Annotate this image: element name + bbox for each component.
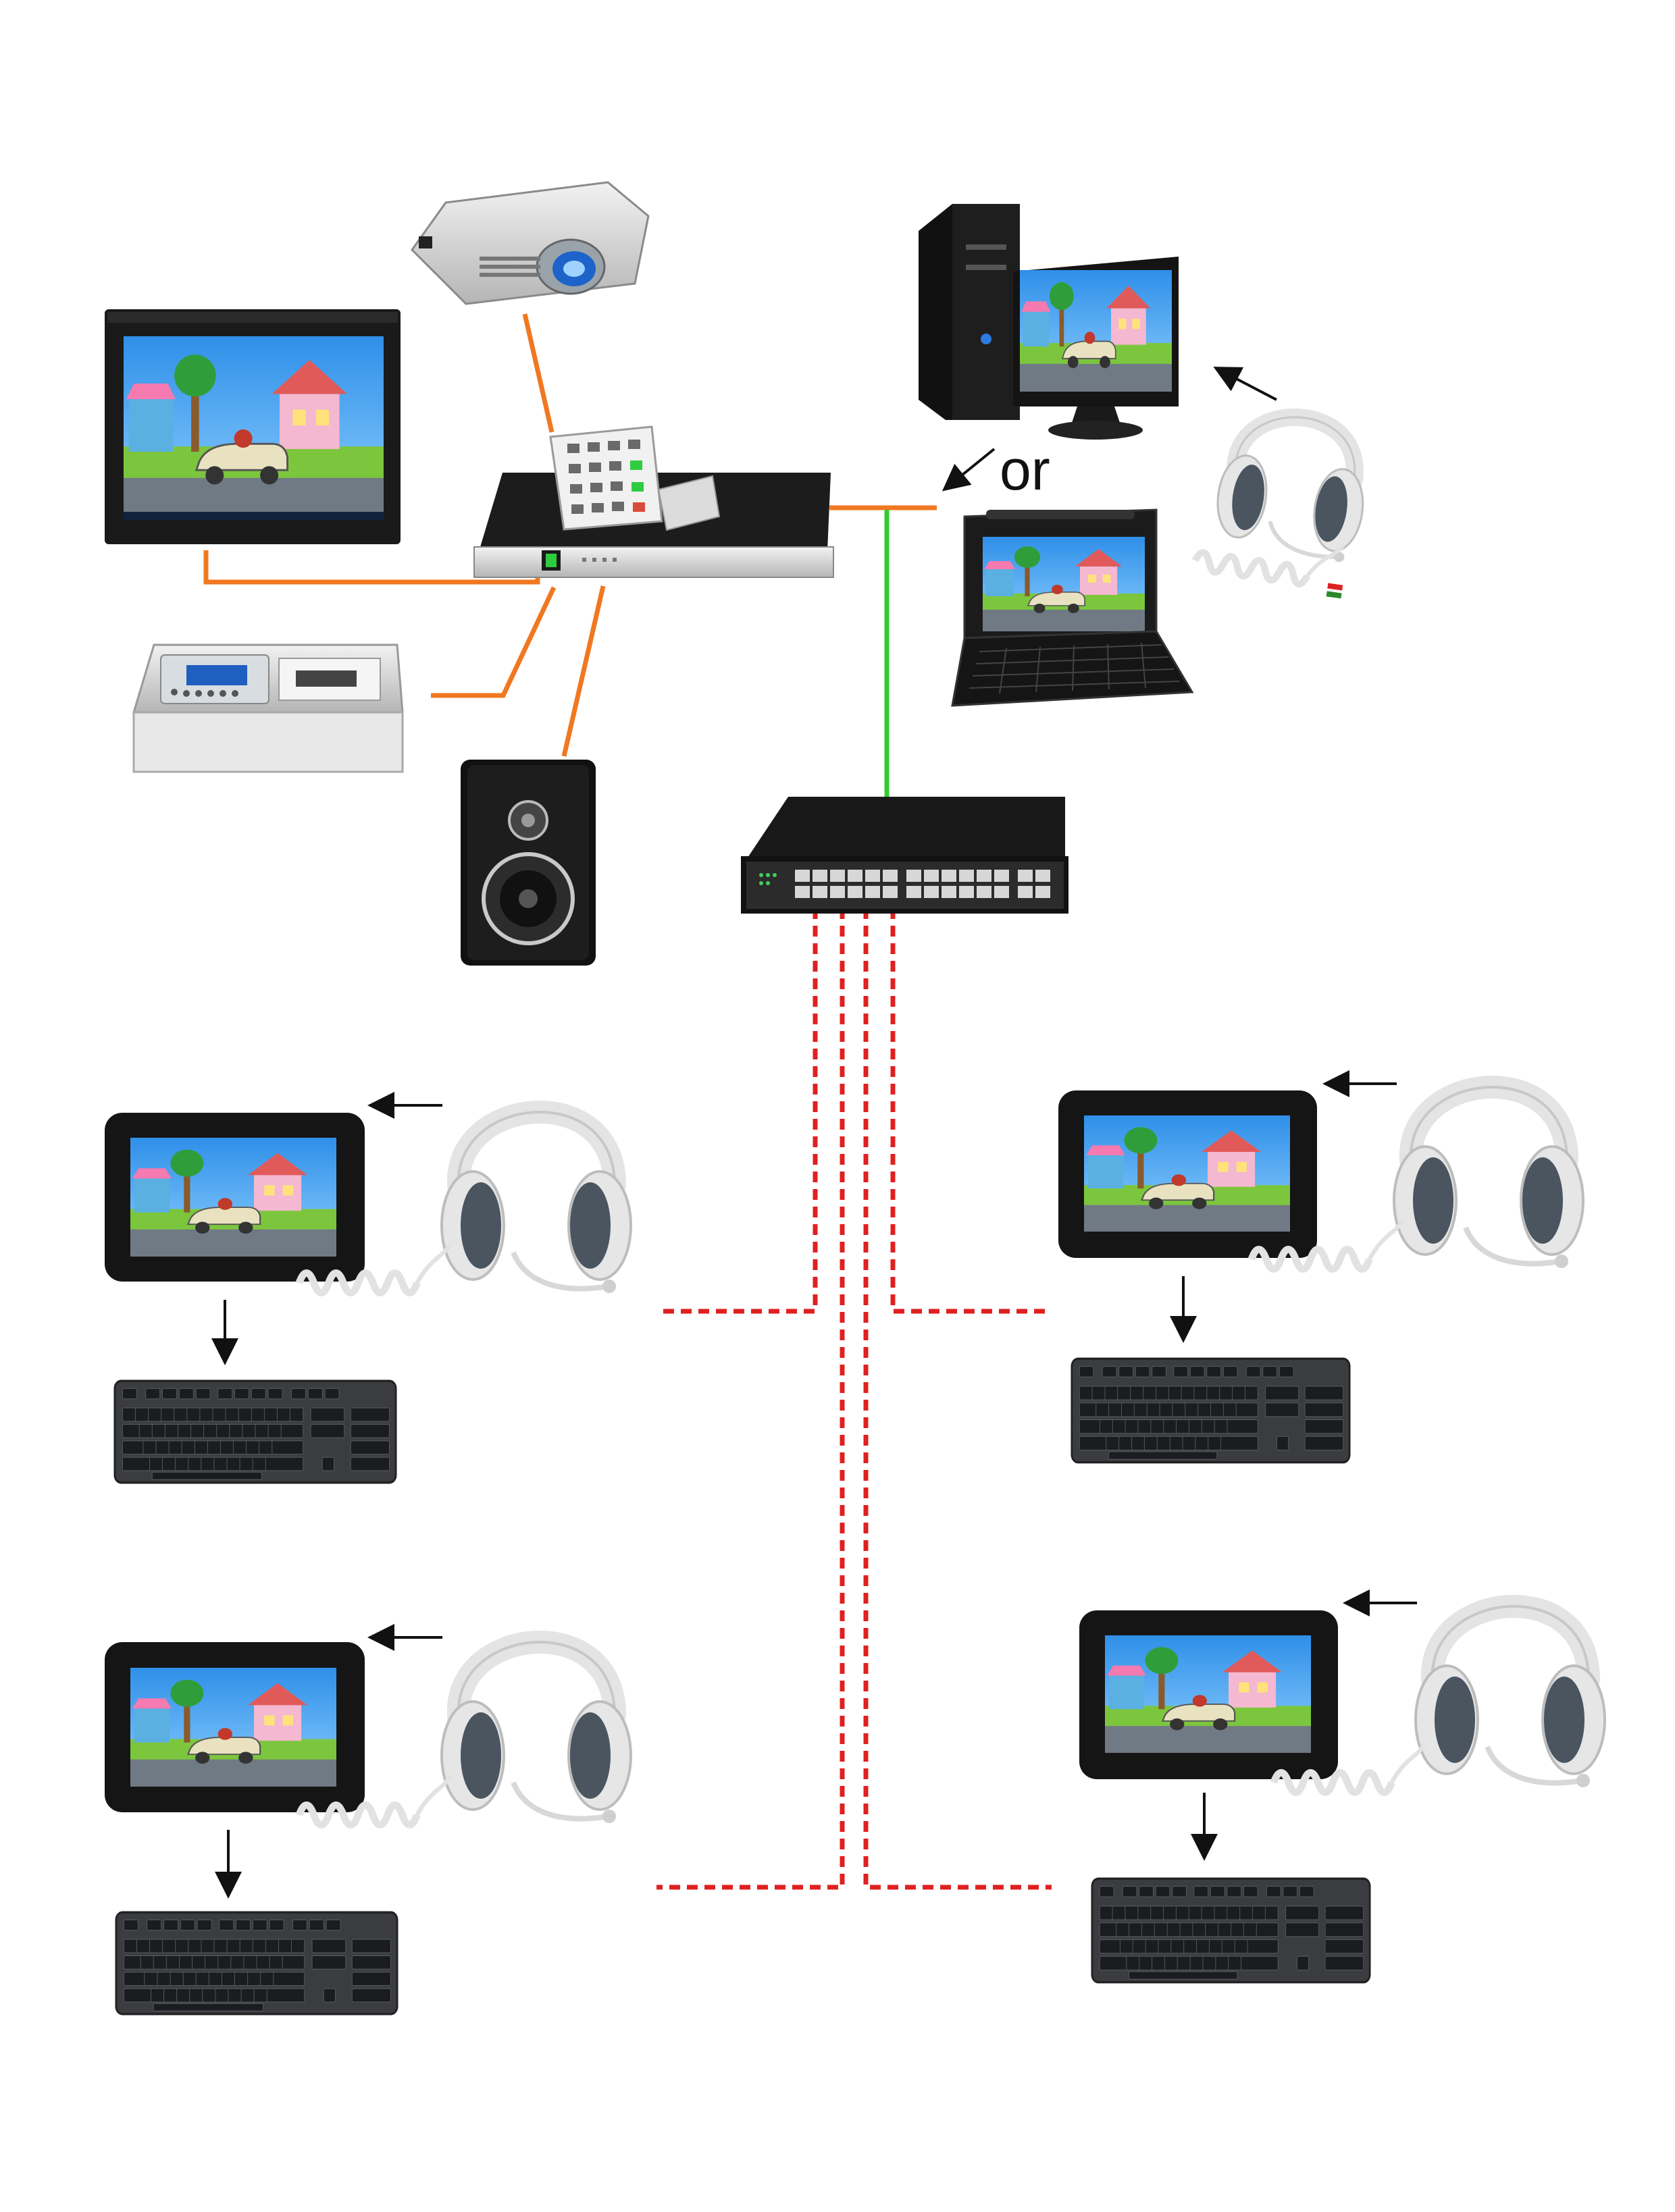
student-keyboard-4 [1092,1878,1370,1982]
desktop-computer [919,204,1179,440]
smart-board [105,309,401,544]
or-arrow [942,448,996,492]
student-tablet-1 [105,1113,365,1282]
projector [411,181,650,305]
student-tablet-2 [1058,1090,1317,1258]
student-cable-2 [890,908,1052,1314]
student-tablet-3 [105,1642,365,1812]
student-keyboard-1 [115,1381,396,1483]
media-recorder [132,643,404,773]
student-network-cables [656,908,1052,1890]
student-cable-1 [656,908,818,1314]
student-keyboard-3 [116,1912,397,2014]
desktop-monitor [1013,257,1179,440]
student-cable-3 [656,908,845,1890]
student-station-2 [1058,1070,1583,1463]
network-switch [741,797,1068,914]
student-station-4 [1079,1589,1605,1982]
student-cable-4 [863,908,1052,1890]
laptop [951,508,1194,707]
student-station-3 [105,1624,631,2014]
teacher-headset [1193,406,1374,599]
student-station-1 [105,1092,631,1483]
speaker [461,760,596,966]
handheld-remote [657,475,721,531]
student-tablet-4 [1079,1610,1338,1779]
recorder-cable [431,586,557,698]
teacher-headset-arrow [1213,367,1277,401]
student-keyboard-2 [1072,1359,1349,1462]
remote-panel [549,425,663,531]
projector-cable [522,313,555,433]
speaker-cable [561,585,606,757]
or-label: or [1000,438,1050,502]
